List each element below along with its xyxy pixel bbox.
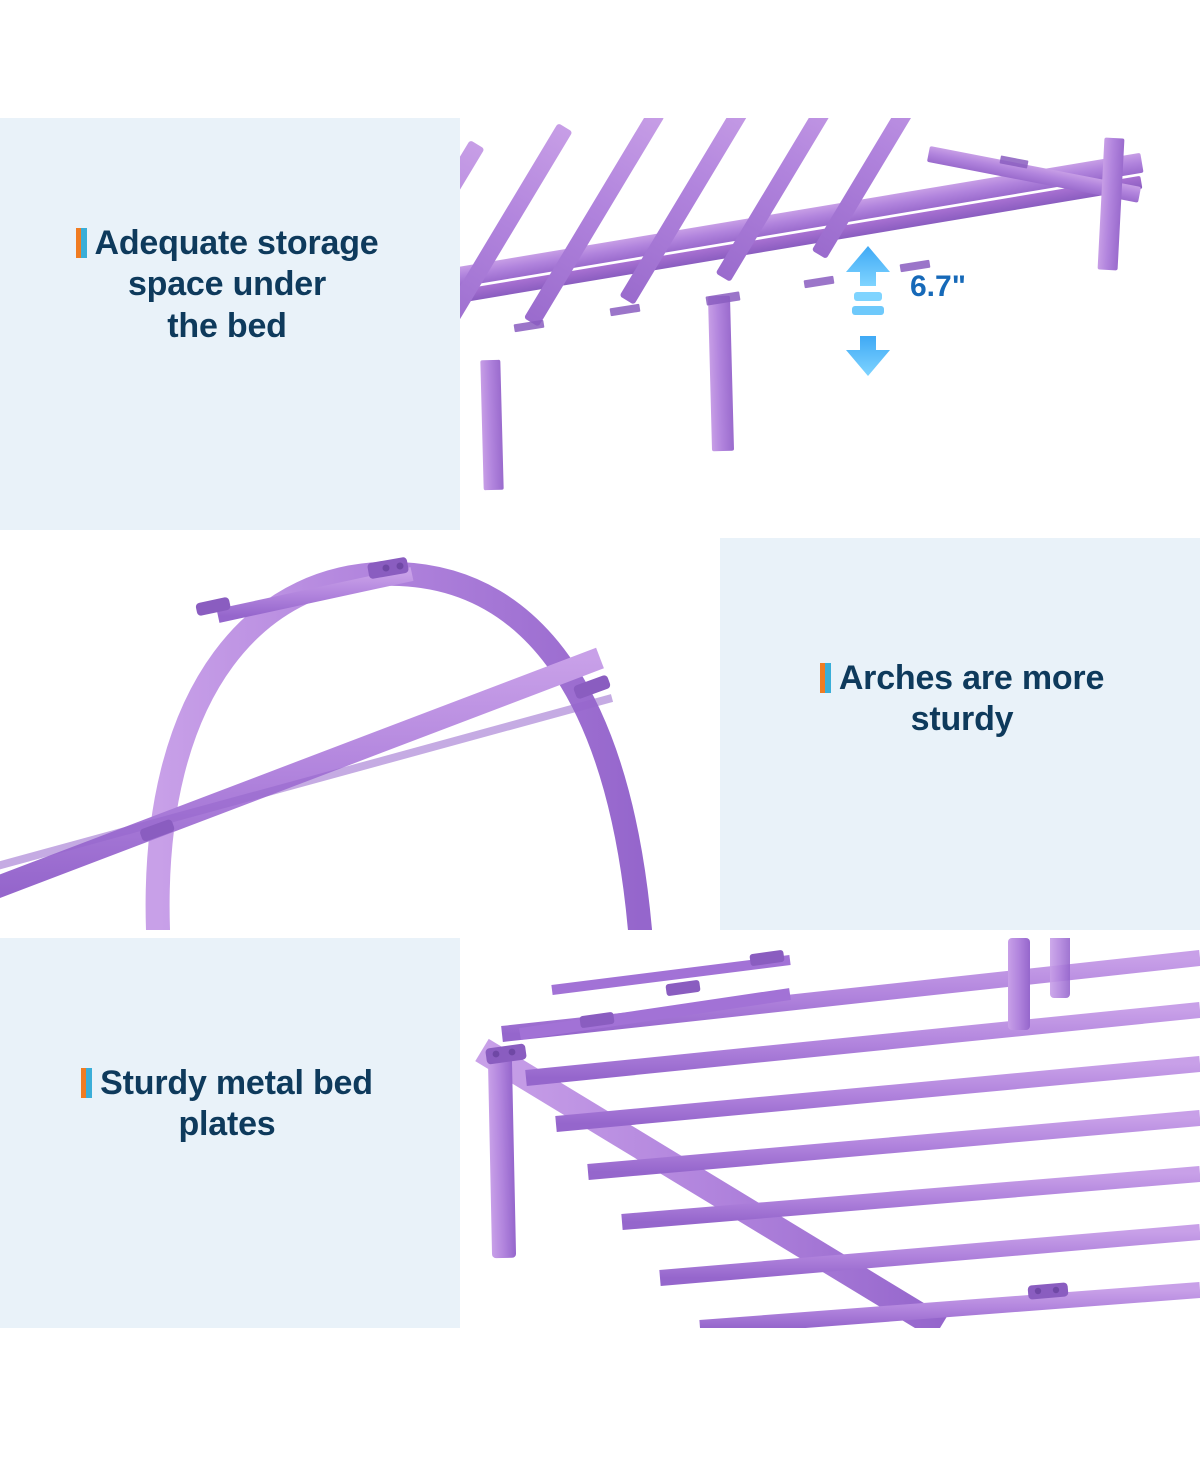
clearance-arrow-icon bbox=[846, 246, 890, 376]
caption-line-text: Arches are more bbox=[838, 659, 1105, 697]
accent-bar-icon bbox=[75, 228, 87, 258]
caption-line-text: plates bbox=[178, 1105, 276, 1144]
clearance-measurement-label: 6.7" bbox=[910, 270, 966, 303]
caption-line: Adequate storage bbox=[12, 223, 442, 264]
panel-arches-caption: Arches are more sturdy bbox=[742, 658, 1182, 741]
arch-tube-graphic bbox=[0, 557, 652, 930]
caption-line-text: Sturdy metal bed bbox=[100, 1064, 373, 1102]
accent-bar-icon bbox=[81, 1068, 93, 1098]
panel-plates-image bbox=[460, 938, 1200, 1328]
caption-line: Arches are more bbox=[742, 658, 1182, 699]
bed-plates-graphic bbox=[475, 938, 1200, 1328]
panel-arches-image bbox=[0, 538, 720, 930]
caption-line-text: Adequate storage bbox=[94, 224, 379, 262]
panel-storage-image: 6.7" bbox=[460, 118, 1200, 530]
panel-storage: 6.7" Adequate storage space under the be… bbox=[0, 118, 1200, 530]
caption-line-text: the bed bbox=[167, 306, 287, 345]
panel-plates-caption: Sturdy metal bed plates bbox=[12, 1063, 442, 1146]
panel-plates: Sturdy metal bed plates bbox=[0, 938, 1200, 1328]
accent-bar-icon bbox=[819, 663, 831, 693]
caption-line-text: space under bbox=[127, 265, 327, 304]
panel-storage-caption: Adequate storage space under the bed bbox=[12, 223, 442, 347]
panel-arches: Arches are more sturdy bbox=[0, 538, 1200, 930]
caption-line-text: sturdy bbox=[910, 700, 1014, 739]
caption-line: Sturdy metal bed bbox=[12, 1063, 442, 1104]
